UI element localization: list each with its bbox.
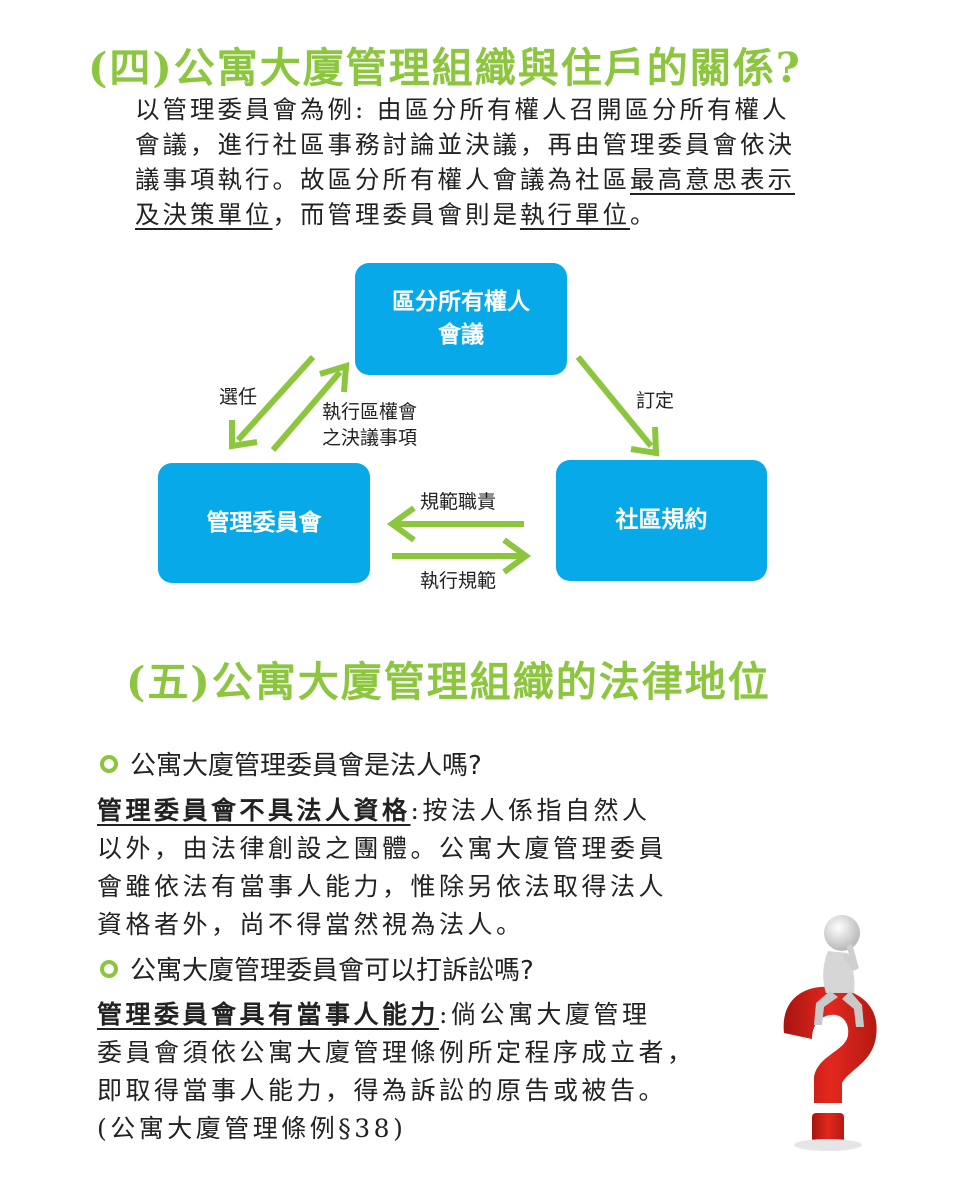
section4-paragraph: 以管理委員會為例: 由區分所有權人召開區分所有權人 會議，進行社區事務討論並決議… [135, 92, 795, 232]
para-line-1: 以管理委員會為例: 由區分所有權人召開區分所有權人 [135, 95, 790, 124]
answer-2-emphasis: 管理委員會具有當事人能力 [97, 1000, 440, 1029]
question-1: 公寓大廈管理委員會是法人嗎? [100, 745, 482, 782]
answer-1: 管理委員會不具法人資格:按法人係指自然人 以外，由法律創設之團體。公寓大廈管理委… [97, 796, 668, 939]
box-community-rules: 社區規約 [556, 460, 767, 581]
label-regulate: 規範職責 [420, 491, 497, 513]
relationship-diagram: 區分所有權人 會議 管理委員會 社區規約 [158, 263, 767, 592]
arrow-execute-resolution [270, 361, 350, 452]
para-line-2: 會議，進行社區事務討論並決議，再由管理委員會依決 [135, 130, 795, 159]
arrow-elect [229, 354, 316, 450]
para-line-3: 議事項執行。故區分所有權人會議為社區最高意思表示 [135, 165, 795, 194]
question-2: 公寓大廈管理委員會可以打訴訟嗎? [100, 950, 534, 987]
bullet-circle-icon [100, 959, 118, 978]
label-define: 訂定 [636, 390, 675, 412]
box-management-committee: 管理委員會 [158, 463, 370, 583]
arrow-regulate [386, 505, 524, 543]
answer-2: 管理委員會具有當事人能力:倘公寓大廈管理 委員會須依公寓大廈管理條例所定程序成立… [97, 1000, 696, 1143]
decision-unit-underline: 及決策單位 [135, 200, 273, 229]
execution-unit-underline: 執行單位 [520, 200, 630, 229]
para-line-4: 及決策單位，而管理委員會則是執行單位。 [135, 200, 658, 229]
section4-heading: (四)公寓大廈管理組織與住戶的關係? [88, 44, 802, 92]
diagram-arrows [229, 354, 660, 575]
answer-1-emphasis: 管理委員會不具法人資格 [97, 796, 411, 825]
highest-authority-underline: 最高意思表示 [630, 165, 795, 194]
bullet-circle-icon [100, 754, 118, 773]
box-owners-meeting: 區分所有權人 會議 [355, 263, 567, 375]
label-elect: 選任 [219, 386, 258, 408]
arrow-execute-rules [392, 537, 532, 575]
label-execute-resolution: 執行區權會 之決議事項 [322, 401, 418, 449]
section5-heading: (五)公寓大廈管理組織的法律地位 [126, 658, 771, 706]
arrow-define [575, 355, 660, 457]
label-execute-rules: 執行規範 [420, 570, 497, 592]
thinking-person-on-question-mark-icon [783, 915, 877, 1151]
